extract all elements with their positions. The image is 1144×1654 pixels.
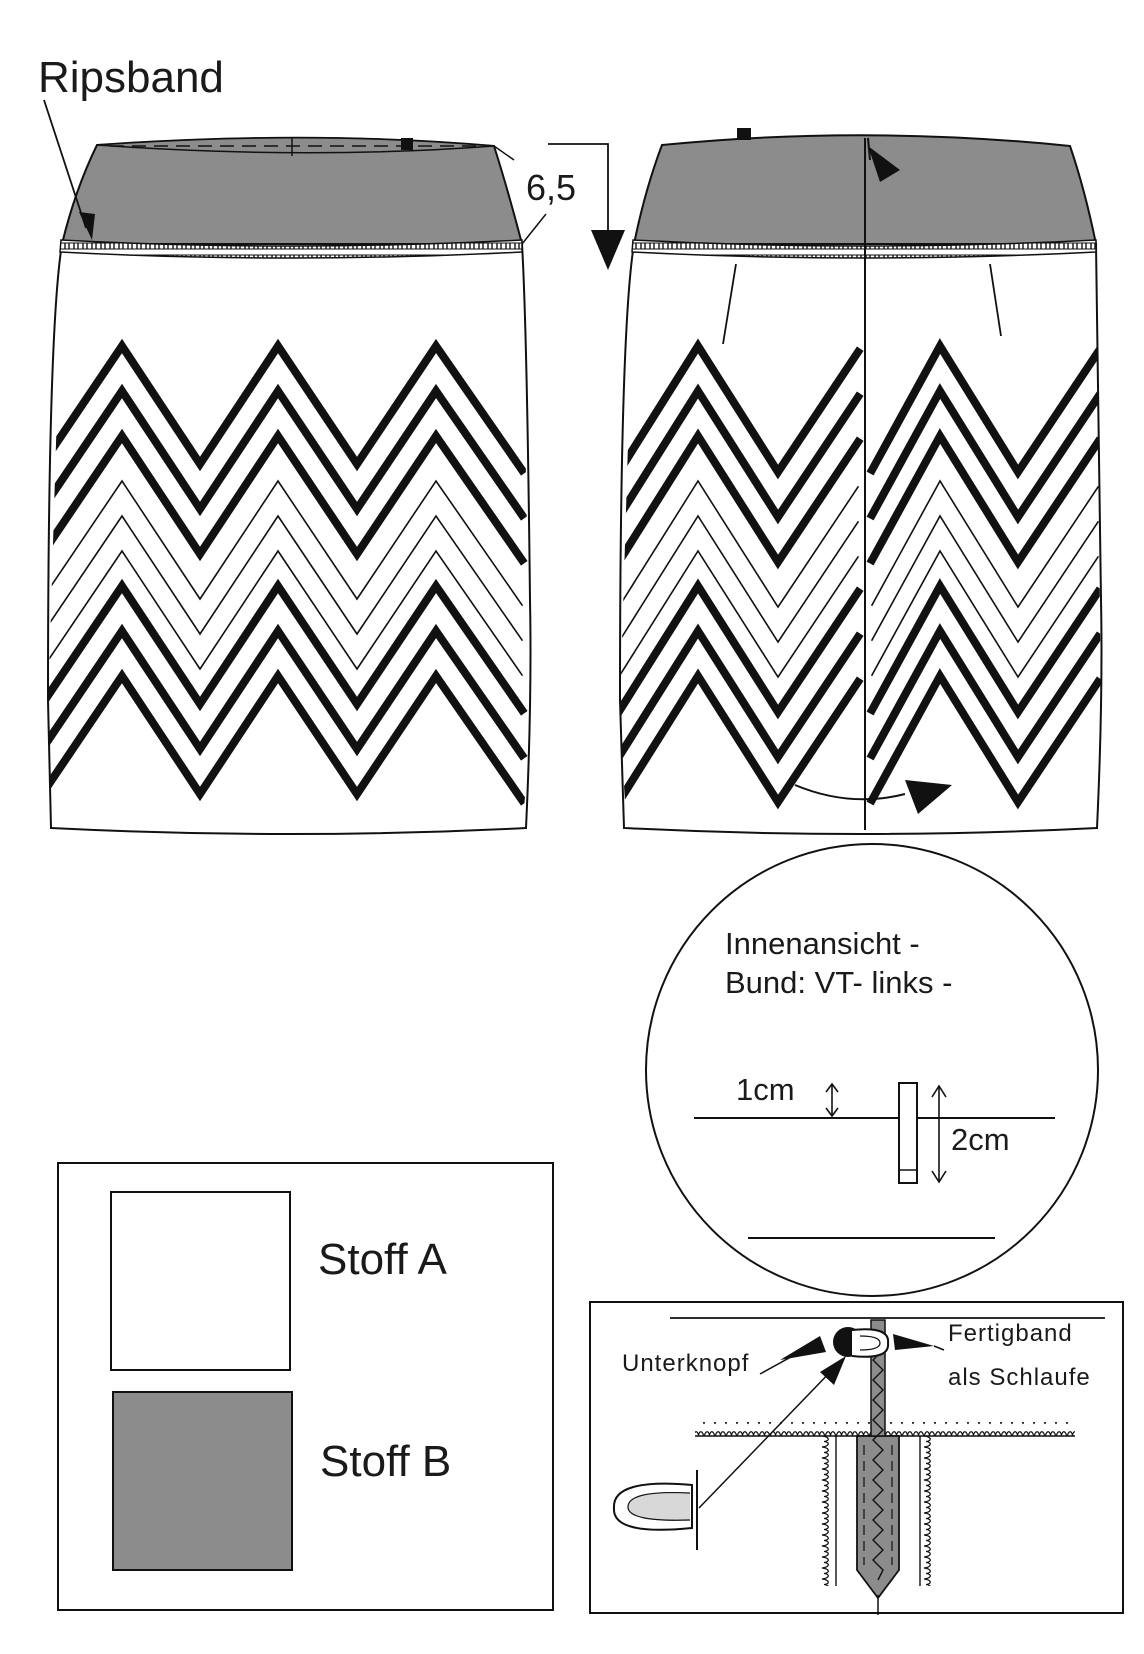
inside-view-detail [645,843,1099,1297]
legend-label-stoff-b: Stoff B [320,1437,452,1486]
zipper-detail [589,1301,1124,1615]
measure-2cm-label: 2cm [951,1122,1010,1157]
legend-swatch-stoff-b [112,1391,293,1571]
back-skirt [618,128,1103,835]
front-body [46,243,532,835]
front-skirt [43,99,547,835]
fertigband-label: Fertigband [948,1320,1073,1347]
inside-view-subtitle: Bund: VT- links - [725,965,953,1000]
ripsband-label: Ripsband [38,53,224,102]
measure-6-5-label: 6,5 [526,167,577,208]
legend-box [57,1162,554,1611]
legend-swatch-stoff-a [110,1191,291,1371]
front-ribbon-tape [59,239,523,259]
inside-view-title: Innenansicht - [725,926,920,961]
transfer-arrow [548,143,625,270]
schlaufe-label: als Schlaufe [948,1364,1091,1391]
unterknopf-label: Unterknopf [622,1350,750,1377]
back-body [618,243,1103,835]
measure-1cm-label: 1cm [736,1072,795,1107]
legend-label-stoff-a: Stoff A [318,1235,447,1284]
